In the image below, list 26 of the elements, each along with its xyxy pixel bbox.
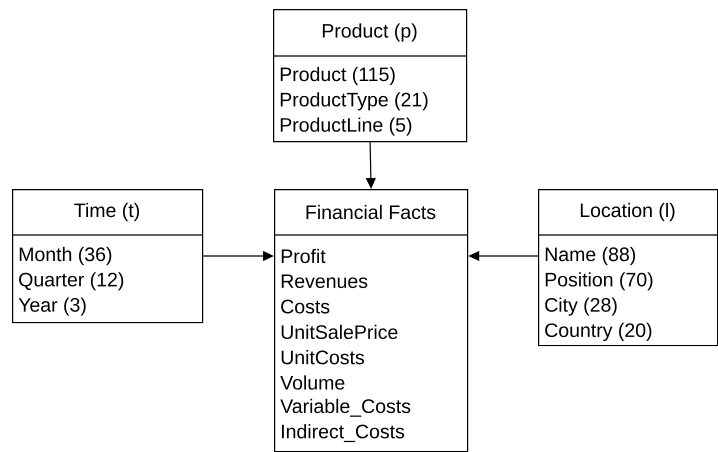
entity-box bbox=[273, 9, 468, 142]
attribute-text: Volume bbox=[280, 375, 344, 390]
attribute-text: Product (115) bbox=[280, 66, 395, 86]
attribute-text: ProductLine (5) bbox=[280, 118, 412, 136]
attribute-text: Costs bbox=[281, 300, 330, 314]
entity-title: Time (t) bbox=[74, 202, 139, 222]
attribute-text: Country (20) bbox=[545, 322, 652, 341]
attribute-text: Position (70) bbox=[546, 272, 652, 290]
attribute-text: Indirect_Costs bbox=[282, 424, 404, 442]
entity-title: Product (p) bbox=[322, 23, 416, 42]
attribute-text: Month (36) bbox=[20, 246, 112, 266]
attribute-text: ProductType (21) bbox=[280, 92, 428, 110]
attribute-text: UnitSalePrice bbox=[282, 324, 398, 340]
attribute-text: Variable_Costs bbox=[280, 398, 410, 417]
entity-title: Financial Facts bbox=[306, 204, 436, 220]
attribute-text: Revenues bbox=[282, 274, 368, 288]
entity-box bbox=[274, 189, 468, 452]
attribute-text: Profit bbox=[282, 248, 326, 264]
attribute-text: Name (88) bbox=[546, 246, 636, 266]
entity-box bbox=[538, 189, 718, 346]
attribute-text: City (28) bbox=[545, 298, 617, 316]
entity-box bbox=[12, 189, 204, 324]
entity-title: Location (l) bbox=[580, 202, 674, 222]
attribute-text: Year (3) bbox=[18, 298, 86, 316]
attribute-text: Quarter (12) bbox=[19, 272, 124, 290]
attribute-text: UnitCosts bbox=[282, 350, 364, 364]
